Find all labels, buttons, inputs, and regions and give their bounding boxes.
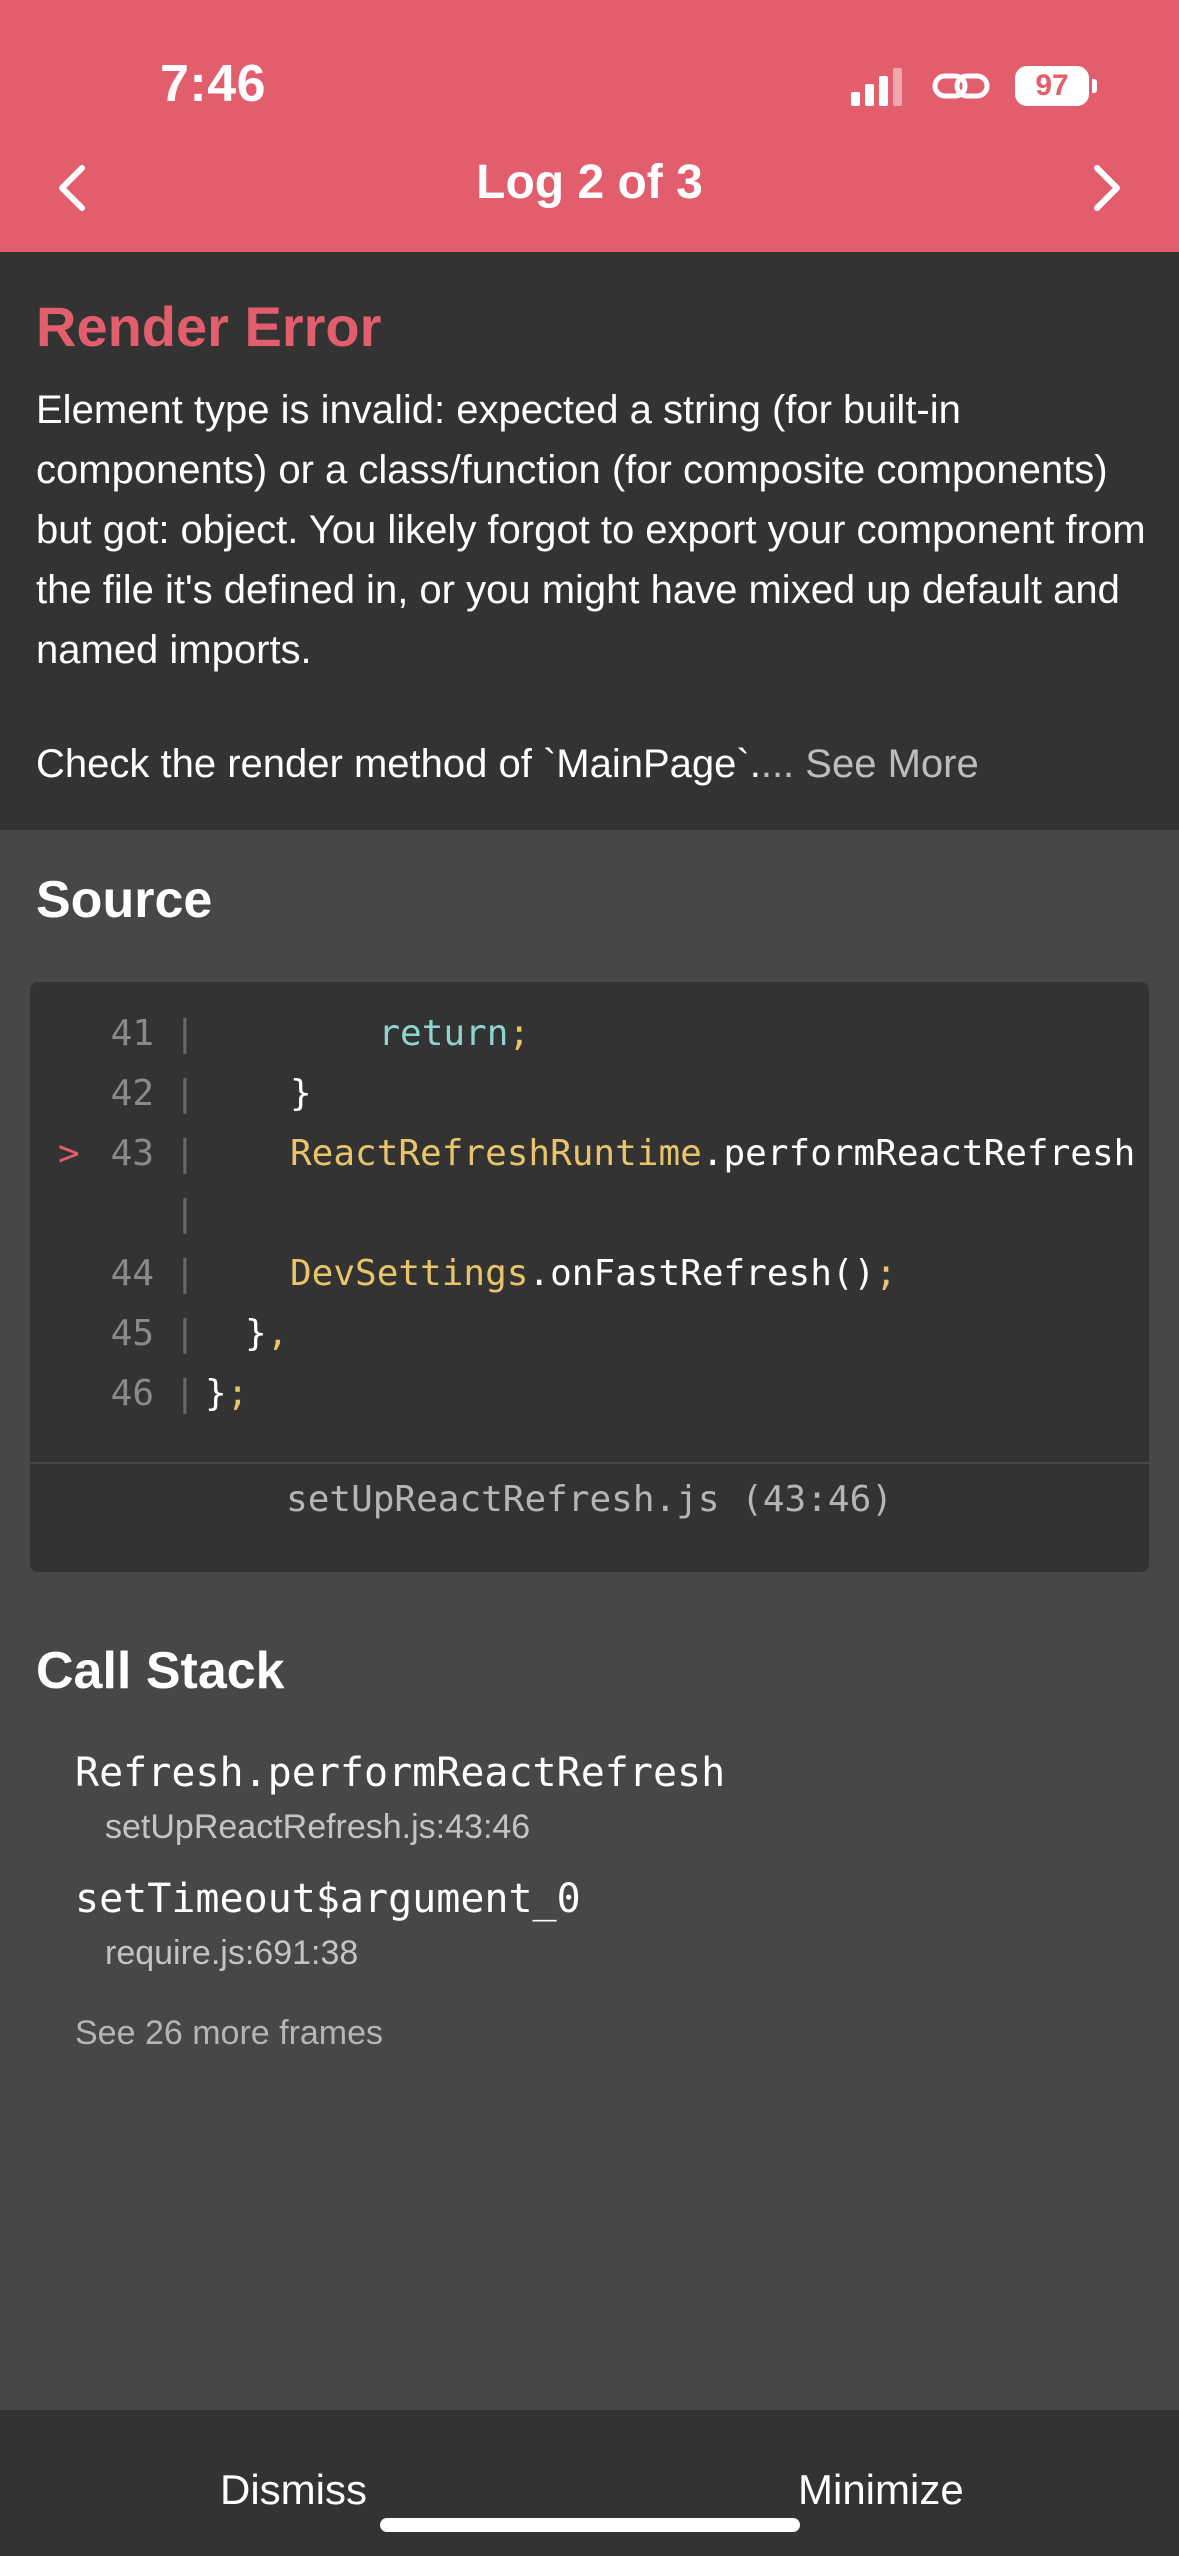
dismiss-button[interactable]: Dismiss (220, 2466, 367, 2513)
error-check-line[interactable]: Check the render method of `MainPage`...… (36, 742, 979, 787)
code-token: return (335, 1013, 509, 1054)
stack-frame-function[interactable]: Refresh.performReactRefresh (75, 1750, 726, 1796)
line-number: 43 (110, 1133, 154, 1174)
code-text: }, (245, 1304, 288, 1364)
gutter-separator: | (174, 1073, 196, 1114)
error-message: Element type is invalid: expected a stri… (36, 388, 1146, 672)
see-more-link[interactable]: ... See More (760, 742, 979, 786)
stack-frame-file: require.js:691:38 (105, 1934, 359, 1972)
line-number: 46 (110, 1373, 154, 1414)
home-indicator (380, 2518, 800, 2532)
code-token: } (245, 1313, 267, 1354)
code-token: , (266, 1313, 289, 1354)
gutter-separator: | (174, 1193, 196, 1234)
chevron-left-icon[interactable] (52, 162, 92, 214)
code-token: ; (875, 1253, 897, 1294)
gutter-separator: | (174, 1013, 196, 1054)
error-title: Render Error (36, 295, 382, 358)
source-file-location[interactable]: setUpReactRefresh.js (43:46) (286, 1479, 893, 1520)
code-text: ReactRefreshRuntime.performReactRefresh (290, 1124, 1135, 1184)
error-check-text: Check the render method of `MainPage`. (36, 742, 761, 786)
error-line-marker: > (58, 1133, 80, 1174)
footer-bar: Dismiss Minimize (0, 2410, 1179, 2556)
code-text: } (290, 1064, 312, 1124)
minimize-button[interactable]: Minimize (798, 2466, 964, 2513)
status-time: 7:46 (160, 55, 267, 113)
source-section-title: Source (36, 871, 213, 929)
log-counter-title: Log 2 of 3 (476, 156, 703, 209)
code-text: DevSettings.onFastRefresh(); (290, 1244, 897, 1304)
battery-level: 97 (1035, 69, 1069, 102)
code-token: . (701, 1133, 724, 1174)
code-divider (30, 1462, 1149, 1464)
code-token: onFastRefresh() (550, 1253, 876, 1294)
call-stack-title: Call Stack (36, 1642, 285, 1700)
link-icon (932, 73, 990, 99)
line-number: 45 (110, 1313, 154, 1354)
status-icons: 97 (851, 62, 1097, 110)
gutter-separator: | (174, 1313, 196, 1354)
line-number: 42 (110, 1073, 154, 1114)
battery-icon: 97 (1015, 66, 1097, 106)
error-summary: Render Error Element type is invalid: ex… (0, 252, 1179, 830)
code-token: ReactRefreshRuntime (290, 1133, 702, 1174)
stack-frame-function[interactable]: setTimeout$argument_0 (75, 1876, 581, 1922)
code-token: DevSettings (290, 1253, 529, 1294)
code-token: ; (508, 1013, 531, 1054)
cellular-signal-icon (851, 66, 907, 106)
code-text: return; (335, 1004, 530, 1064)
gutter-separator: | (174, 1133, 196, 1174)
code-token: performReactRefresh (723, 1133, 1136, 1174)
chevron-right-icon[interactable] (1087, 162, 1127, 214)
code-token: ; (226, 1373, 249, 1414)
source-code-box: 41| return;42|}>43|ReactRefreshRuntime.p… (30, 982, 1149, 1572)
line-number: 44 (110, 1253, 154, 1294)
gutter-separator: | (174, 1253, 196, 1294)
see-more-frames-link[interactable]: See 26 more frames (75, 2014, 384, 2052)
gutter-separator: | (174, 1373, 196, 1414)
code-text: }; (205, 1364, 248, 1424)
code-token: } (205, 1373, 227, 1414)
header-bar: 7:46 97 Log 2 of 3 (0, 0, 1179, 252)
line-number: 41 (110, 1013, 154, 1054)
stack-frame-file: setUpReactRefresh.js:43:46 (105, 1808, 531, 1846)
code-token: } (290, 1073, 312, 1114)
code-token: . (528, 1253, 551, 1294)
